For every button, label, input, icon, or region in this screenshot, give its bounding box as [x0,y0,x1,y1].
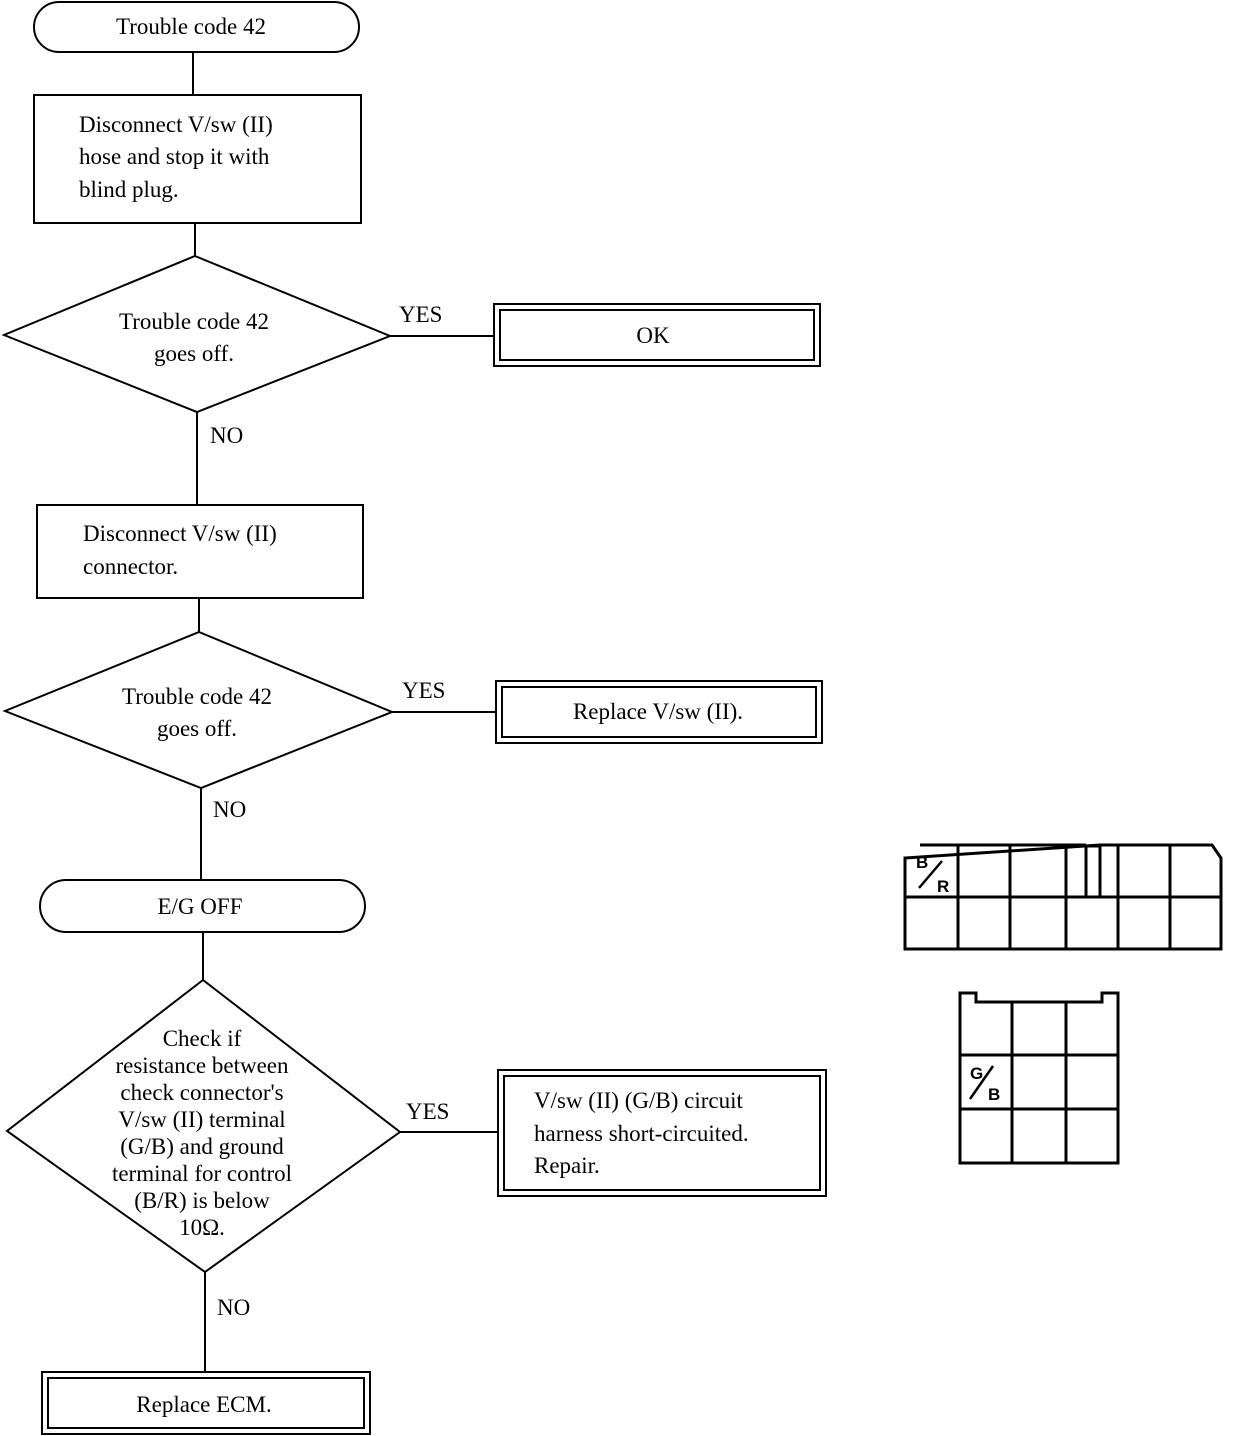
start-label: Trouble code 42 [116,14,266,39]
step1-box: Disconnect V/sw (II) hose and stop it wi… [33,94,362,224]
step2-line: Disconnect V/sw (II) [83,521,277,546]
connector-b-diagram [958,991,1120,1165]
step2-line: connector. [83,554,178,579]
result-ok-label: OK [636,323,670,348]
connector-a-pin-label-top: B [916,853,928,872]
connector-a-pin-slash [918,860,943,889]
result-short-circuit-box: V/sw (II) (G/B) circuit harness short-ci… [497,1069,827,1197]
decision1-diamond: Trouble code 42 goes off. [1,254,393,414]
decision1-line: Trouble code 42 [119,309,269,334]
decision2-line: goes off. [157,716,237,741]
connector-b-pin-label-bottom: B [988,1085,1000,1104]
end-label: Replace ECM. [136,1392,271,1417]
end-box: Replace ECM. [41,1371,371,1435]
step1-line: blind plug. [79,177,179,202]
decision3-no-label: NO [217,1295,250,1320]
result-ok-box: OK [493,303,821,367]
connector-a-key-slot [1084,844,1102,897]
connector-b-pin-slash [968,1065,995,1100]
decision3-line: Check if [163,1026,242,1051]
decision3-line: V/sw (II) terminal [118,1107,285,1132]
connector-a-pin-label-bottom: R [937,877,949,896]
decision3-yes-label: YES [406,1099,449,1124]
result-short-circuit-line: V/sw (II) (G/B) circuit [534,1088,743,1113]
decision3-line: terminal for control [112,1161,292,1186]
flow-lines [192,52,498,1372]
start-terminal: Trouble code 42 [33,1,360,53]
result-short-circuit-line: harness short-circuited. [534,1121,749,1146]
result-replace-vsw-box: Replace V/sw (II). [495,680,823,744]
decision2-yes-label: YES [402,678,445,703]
condition-label: E/G OFF [158,894,243,919]
step2-box: Disconnect V/sw (II) connector. [36,504,364,599]
decision3-line: check connector's [120,1080,283,1105]
connector-b-pin-label-top: G [970,1064,983,1083]
decision2-no-label: NO [213,797,246,822]
decision2-line: Trouble code 42 [122,684,272,709]
result-short-circuit-line: Repair. [534,1153,600,1178]
result-replace-vsw-label: Replace V/sw (II). [573,699,743,724]
decision1-line: goes off. [154,341,234,366]
decision1-yes-label: YES [399,302,442,327]
decision3-line: resistance between [115,1053,289,1078]
step1-line: Disconnect V/sw (II) [79,112,273,137]
decision1-no-label: NO [210,423,243,448]
decision2-diamond: Trouble code 42 goes off. [2,630,395,790]
condition-terminal: E/G OFF [39,879,366,933]
decision3-line: (B/R) is below [134,1188,270,1213]
step1-line: hose and stop it with [79,144,270,169]
connector-a-outline [903,843,1223,951]
connector-a-diagram [903,843,1223,951]
decision3-line: (G/B) and ground [120,1134,284,1159]
decision3-diamond: Check if resistance between check connec… [5,978,402,1274]
decision3-line: 10Ω. [179,1215,225,1240]
